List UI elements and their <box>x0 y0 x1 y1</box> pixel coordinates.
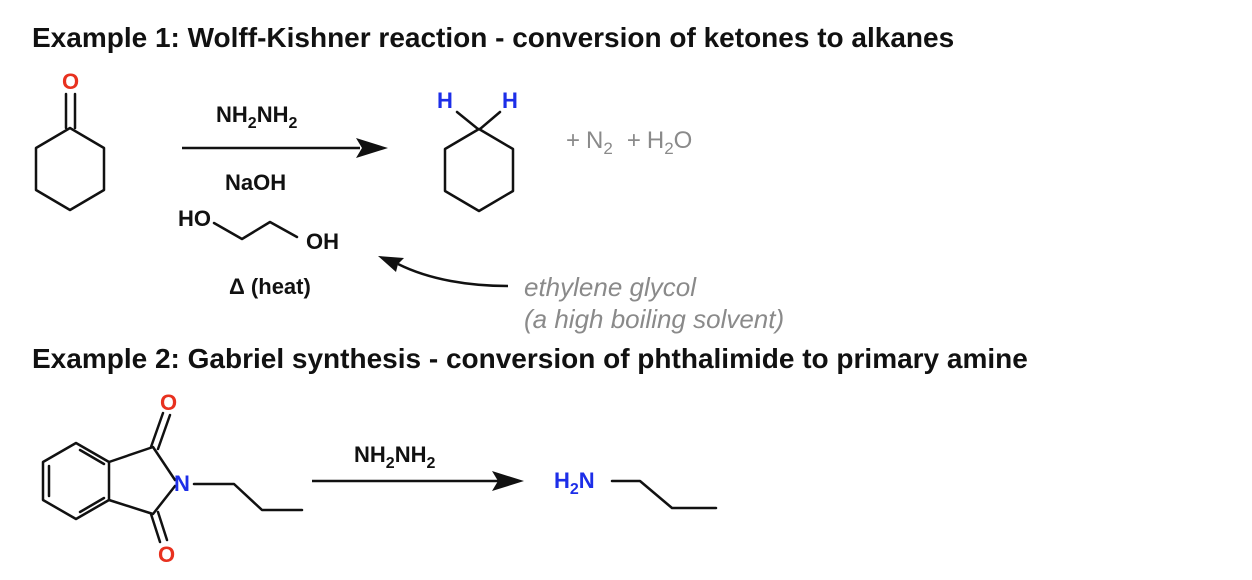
carbonyl-bottom-b <box>156 510 169 542</box>
propylamine-chain <box>610 479 718 510</box>
carbonyl-top-b <box>156 413 172 451</box>
solvent-note-line2: (a high boiling solvent) <box>524 304 784 334</box>
carbonyl-top-a <box>149 411 165 449</box>
cyclohexanone-ring <box>34 126 106 212</box>
glycol-oh: OH <box>306 229 339 254</box>
solvent-note-line1: ethylene glycol <box>524 272 697 302</box>
imide-upper-bonds <box>107 445 177 482</box>
propyl-chain <box>192 482 304 512</box>
reaction-arrow-1 <box>182 138 388 158</box>
cyclohexane-ring <box>443 127 515 213</box>
product-hydrogen-1: H <box>437 88 453 113</box>
byproducts: +N2+H2O <box>566 127 692 158</box>
propylamine-product: H2N <box>554 468 718 510</box>
solvent-pointer-arrow <box>378 256 509 288</box>
arrow-1-head <box>356 138 388 158</box>
product-hydrogen-2: H <box>502 88 518 113</box>
amine-group: H2N <box>554 468 595 498</box>
reagent-hydrazine-1: NH2NH2 <box>216 102 297 132</box>
c-h-bond-2 <box>478 110 502 131</box>
pointer-curve <box>397 262 509 288</box>
benzene-double-2 <box>78 448 106 466</box>
arrow-2-head <box>492 471 524 491</box>
imide-lower-bonds <box>107 484 177 516</box>
cyclohexanone-structure: O <box>34 69 106 212</box>
c-h-bond-1 <box>455 110 480 131</box>
benzene-ring <box>41 441 111 521</box>
cyclohexane-product: H H <box>437 88 518 213</box>
carbonyl-bottom-a <box>149 512 162 544</box>
phthalimide-oxygen-top: O <box>160 390 177 415</box>
phthalimide-nitrogen: N <box>174 471 190 496</box>
n-propylphthalimide-structure: O O N <box>41 390 304 567</box>
cyclohexanone-oxygen: O <box>62 69 79 94</box>
reaction-arrow-2 <box>312 471 524 491</box>
reagent-naoh: NaOH <box>225 170 286 195</box>
example1-title: Example 1: Wolff-Kishner reaction - conv… <box>32 22 954 53</box>
example2-title: Example 2: Gabriel synthesis - conversio… <box>32 343 1028 374</box>
phthalimide-oxygen-bottom: O <box>158 542 175 567</box>
glycol-chain <box>212 220 299 241</box>
ethylene-glycol-structure: HO OH <box>178 206 339 254</box>
benzene-double-3 <box>78 496 106 514</box>
heat-label: Δ (heat) <box>229 274 311 299</box>
reagent-hydrazine-2: NH2NH2 <box>354 442 435 472</box>
glycol-ho: HO <box>178 206 211 231</box>
pointer-head <box>378 256 404 272</box>
